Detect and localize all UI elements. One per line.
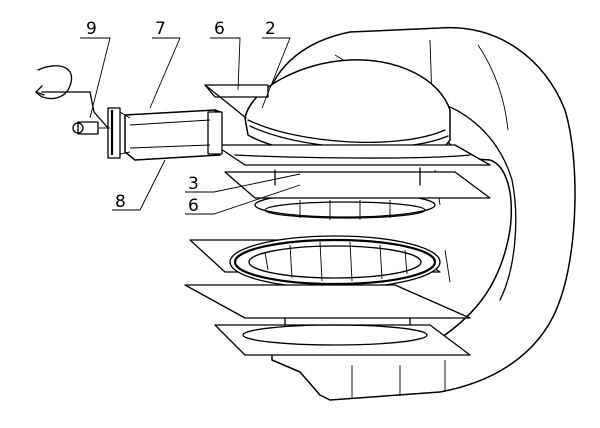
leader-lines [80,37,301,215]
label-part-3: 3 [188,174,199,194]
top-plate [204,84,269,98]
middle-plate [224,171,491,199]
c-frame-body [264,26,576,401]
label-part-9: 9 [86,19,97,39]
crank-handle [41,91,110,135]
upper-pole-dome [244,59,451,161]
rotation-arrow-icon [35,65,73,100]
label-part-6-mid: 6 [188,196,199,216]
upper-plate [214,144,491,166]
label-part-8: 8 [115,192,126,212]
lower-plate [184,284,471,319]
label-part-6-top: 6 [214,19,225,39]
label-part-7: 7 [155,19,166,39]
lower-ring [189,235,441,289]
label-part-2: 2 [265,19,276,39]
slider-housing [107,107,223,161]
